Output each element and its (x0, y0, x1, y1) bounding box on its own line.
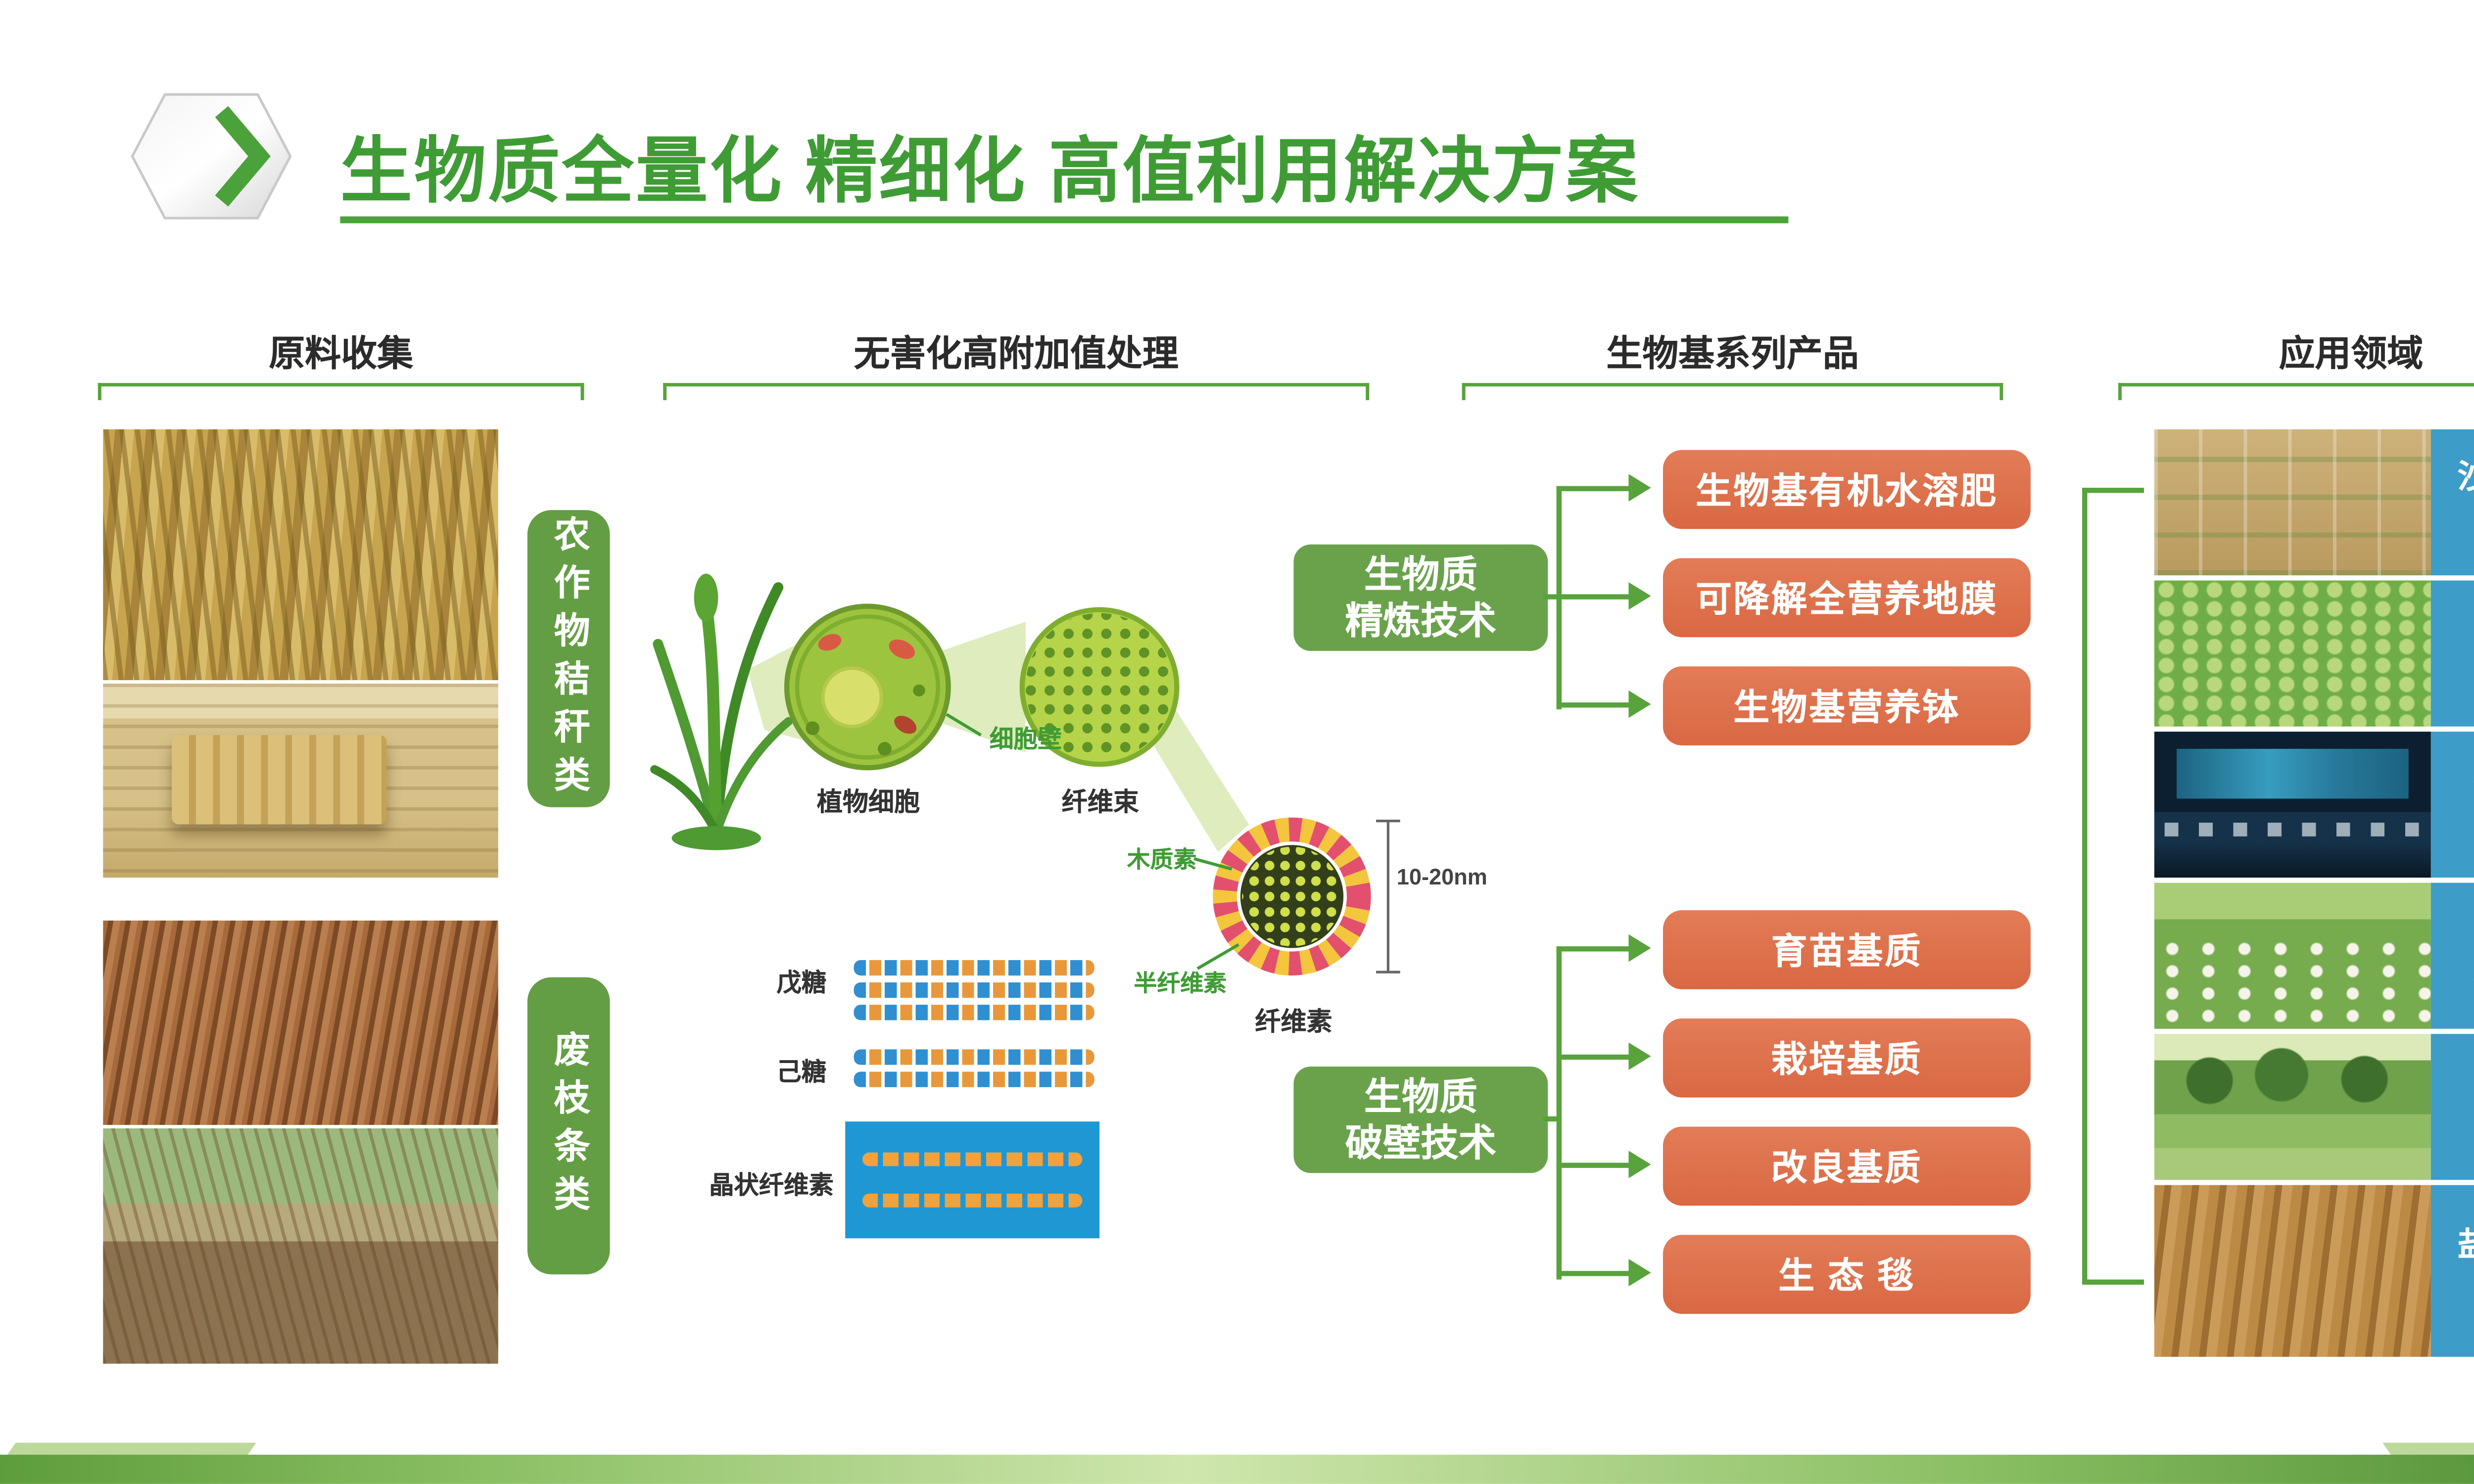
app-photo-park (2154, 1034, 2431, 1180)
category-pill-branches: 废枝条类 (527, 977, 610, 1275)
connector-line (1556, 1162, 1630, 1168)
sheep-dots (2154, 938, 2431, 1029)
connector-line (2082, 488, 2088, 1285)
tech-breaking-line2: 破壁技术 (1345, 1121, 1497, 1165)
cell-wall-pointer-line (946, 713, 982, 737)
section-header-collection: 原料收集 (269, 335, 414, 374)
tech-refining-line1: 生物质 (1364, 552, 1477, 596)
hexose-label: 己糖 (776, 1060, 827, 1087)
app-photo-data-center (2154, 732, 2431, 878)
screen-glow (2176, 749, 2409, 799)
connector-line (1556, 946, 1562, 1280)
crystalline-cellulose-label: 晶状纤维素 (709, 1173, 834, 1201)
tech-box-refining: 生物质 精炼技术 (1293, 544, 1548, 651)
connector-line (1556, 1054, 1630, 1060)
page-title: 生物质全量化 精细化 高值利用解决方案 (340, 130, 1640, 212)
app-label-livestock: 畜牧 养殖 (2430, 882, 2474, 1029)
tech-breaking-line1: 生物质 (1364, 1074, 1477, 1117)
product-box-degradable-mulch: 可降解全营养地膜 (1663, 558, 2031, 638)
cellulose-label: 纤维素 (1255, 1008, 1332, 1038)
product-box-nutrition-bowl: 生物基营养钵 (1663, 666, 2031, 745)
app-label-saline: 盐碱地 改良 (2430, 1185, 2474, 1357)
app-label-agridata: 农业 数据 (2430, 732, 2474, 878)
arrow-icon (1628, 1042, 1651, 1070)
connector-line (1556, 486, 1630, 491)
cellulose-fiber-graphic (1213, 817, 1371, 976)
applications-bracket (2118, 383, 2474, 400)
title-underline (340, 216, 1789, 224)
beam-bundle-to-fiber (1139, 700, 1249, 852)
app-photo-saline-soil (2154, 1185, 2431, 1357)
connector-line (1556, 946, 1630, 952)
arrow-icon (1628, 690, 1651, 718)
connector-line (2082, 488, 2144, 493)
photo-orchard-branches (103, 1128, 498, 1364)
section-header-applications: 应用领域 (2279, 335, 2424, 374)
app-photo-desert (2154, 429, 2431, 576)
processing-bracket (663, 383, 1370, 400)
cell-wall-label: 细胞壁 (989, 725, 1062, 752)
sugar-chain (854, 960, 1094, 976)
pentose-label: 戊糖 (776, 970, 827, 998)
connector-line (1556, 702, 1630, 708)
footer-bar (0, 1454, 2474, 1484)
desk-row (2165, 822, 2420, 837)
sugar-chain (854, 1049, 1094, 1065)
app-label-landscape: 园林 绿化 (2430, 1034, 2474, 1180)
hexagon-logo (131, 93, 292, 220)
hemicellulose-pointer-line (1196, 943, 1239, 970)
measure-line (1376, 820, 1400, 974)
connector-line (1542, 1116, 1562, 1122)
photo-straw-bales (103, 683, 498, 878)
app-photo-livestock (2154, 882, 2431, 1029)
process-diagram (650, 573, 1400, 976)
lignin-pointer-line (1193, 857, 1233, 871)
product-box-cultivation-substrate: 栽培基质 (1663, 1018, 2031, 1098)
straw-bale-shape (172, 735, 387, 825)
hemicellulose-label: 半纤维素 (1134, 970, 1227, 996)
app-photo-cabbage (2154, 580, 2431, 727)
collection-bracket (97, 383, 584, 400)
app-label-line: 盐碱地 (2458, 1225, 2474, 1271)
crystalline-cellulose-box (845, 1121, 1100, 1239)
app-label-fertility: 肥力 提升 (2430, 580, 2474, 727)
arrow-icon (1628, 934, 1651, 962)
fiber-size-label: 10-20nm (1396, 864, 1487, 890)
beam-cell-to-bundle (936, 621, 1026, 752)
plant-illustration (650, 573, 793, 850)
product-box-improvement-substrate: 改良基质 (1663, 1126, 2031, 1206)
arrow-icon (1628, 1151, 1651, 1178)
photo-branch-pile (103, 920, 498, 1125)
arrow-icon (1628, 1258, 1651, 1287)
sugar-chain (854, 982, 1094, 998)
arrow-icon (1628, 582, 1651, 610)
cellulose-chain (862, 1152, 1083, 1166)
app-label-line: 沙漠化 (2458, 457, 2474, 502)
arrow-icon (1628, 474, 1651, 502)
plant-cell-graphic (784, 603, 951, 771)
products-bracket (1462, 383, 2003, 400)
plant-cell-label: 植物细胞 (816, 788, 920, 818)
app-label-desert: 沙漠化 治理 (2430, 429, 2474, 576)
tech-box-breaking: 生物质 破壁技术 (1293, 1067, 1548, 1173)
section-header-products: 生物基系列产品 (1606, 335, 1859, 374)
section-header-processing: 无害化高附加值处理 (854, 335, 1179, 374)
connector-line (1542, 594, 1630, 600)
connector-line (2082, 1279, 2144, 1285)
category-pill-straw: 农作物秸秆类 (527, 510, 610, 807)
fiber-bundle-label: 纤维束 (1061, 788, 1139, 818)
fiber-bundle-graphic (1019, 607, 1180, 767)
lignin-label: 木质素 (1127, 846, 1197, 873)
product-box-seedling-substrate: 育苗基质 (1663, 910, 2031, 989)
arrow-chevron-icon (215, 106, 271, 207)
photo-corn-stalks (103, 429, 498, 680)
sugar-chain (854, 1005, 1094, 1020)
cellulose-chain (862, 1194, 1083, 1207)
connector-line (1556, 1271, 1630, 1276)
product-box-eco-blanket: 生 态 毯 (1663, 1235, 2031, 1314)
sugar-chain (854, 1071, 1094, 1087)
tech-refining-line2: 精炼技术 (1345, 599, 1497, 643)
product-box-water-soluble-fertilizer: 生物基有机水溶肥 (1663, 450, 2031, 529)
